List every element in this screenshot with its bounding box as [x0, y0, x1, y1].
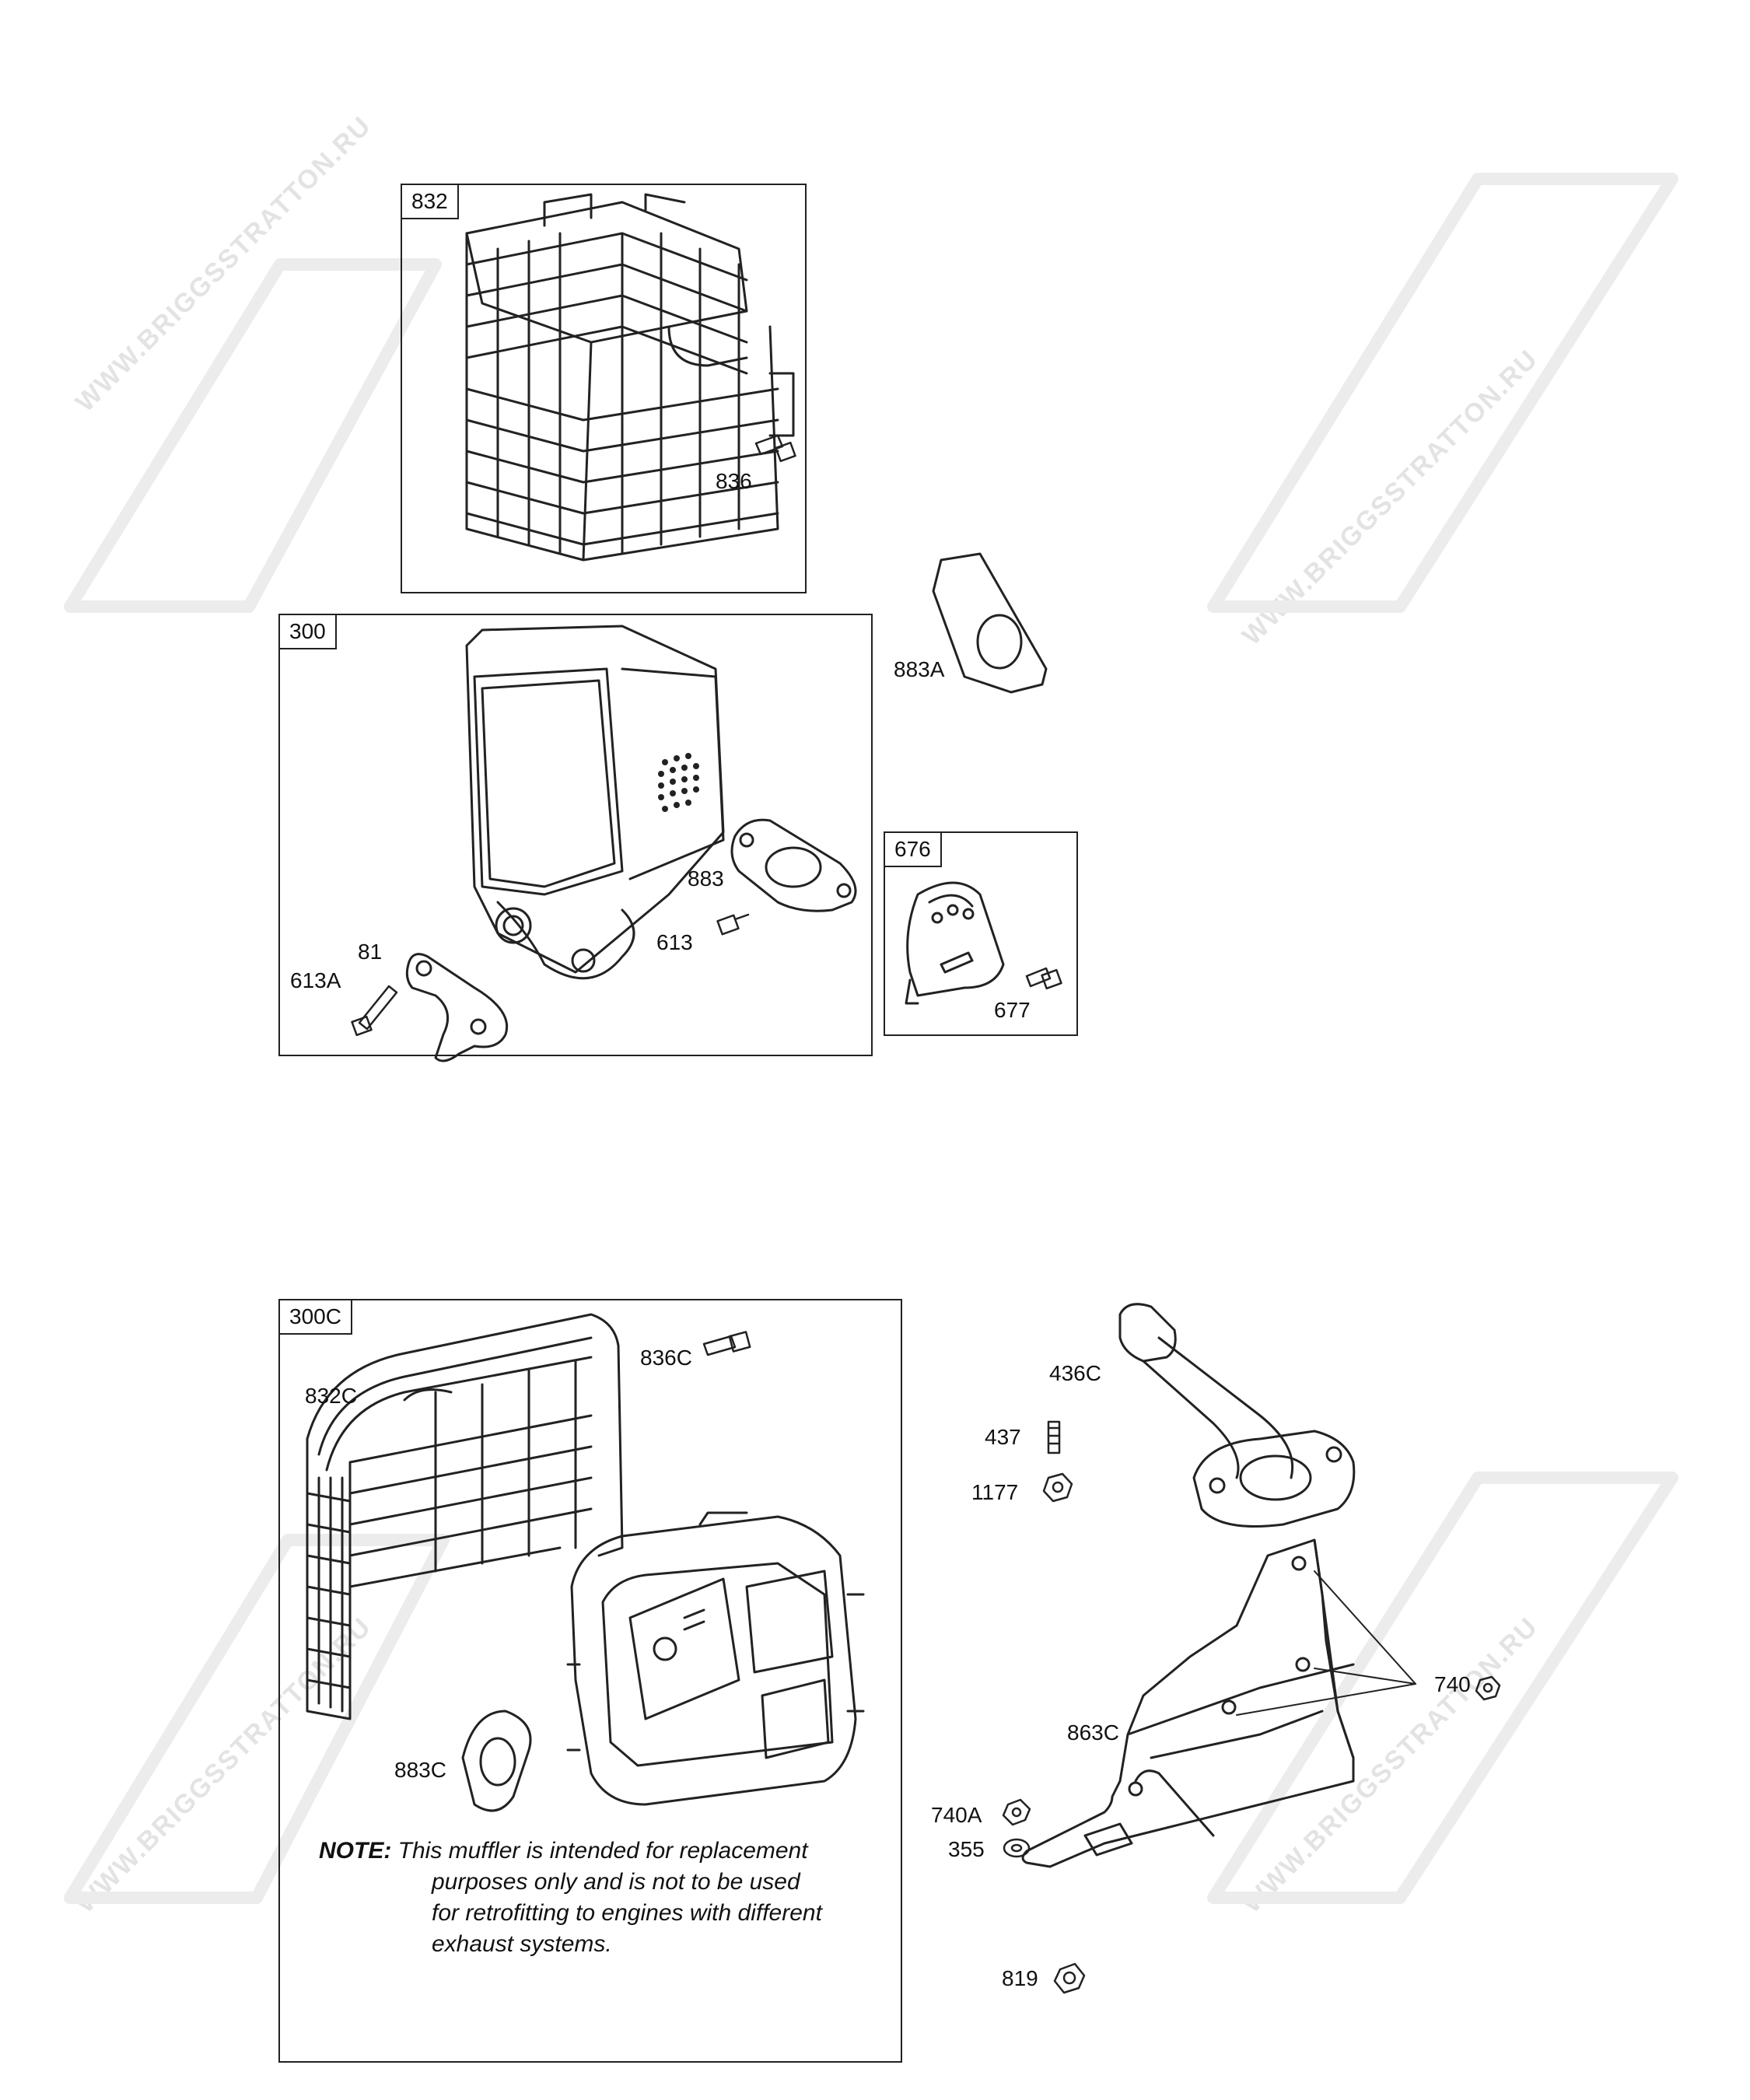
part-label-740a: 740A — [931, 1803, 982, 1827]
group-label-300: 300 — [280, 615, 337, 649]
bracket-863c-drawing — [1021, 1538, 1355, 1868]
watermark-frames — [64, 173, 1678, 1904]
replacement-note: NOTE: This muffler is intended for repla… — [319, 1836, 863, 1960]
part-label-613a: 613A — [290, 968, 341, 992]
stud-613a-drawing — [351, 985, 398, 1037]
part-label-819: 819 — [1002, 1966, 1038, 1990]
nut-1177-drawing — [1042, 1472, 1073, 1503]
group-label-300c: 300C — [280, 1300, 352, 1335]
group-box-832: 832 — [401, 184, 807, 593]
part-label-355: 355 — [948, 1837, 985, 1861]
note-heading: NOTE: — [319, 1838, 392, 1864]
leader-lines-740 — [1236, 1570, 1416, 1716]
shield-676-drawing — [905, 881, 1005, 1005]
bolt-836-drawing — [754, 434, 796, 463]
muffler-300c-drawing — [566, 1511, 865, 1806]
bracket-81-drawing — [405, 953, 509, 1062]
part-label-836c: 836C — [640, 1346, 692, 1370]
note-line-2: purposes only and is not to be used — [432, 1869, 800, 1895]
part-label-836: 836 — [716, 469, 752, 493]
nut-740a-drawing — [1002, 1798, 1031, 1826]
part-label-740: 740 — [1434, 1672, 1471, 1696]
group-box-300c: 300C — [278, 1299, 902, 2063]
part-label-883a: 883A — [894, 657, 945, 681]
part-label-81: 81 — [358, 940, 383, 964]
bolt-836c-drawing — [702, 1331, 751, 1356]
part-label-883c: 883C — [394, 1758, 446, 1782]
screw-677-drawing — [1025, 967, 1062, 990]
guard-832c-drawing — [306, 1313, 624, 1720]
group-box-676: 676 — [884, 831, 1078, 1036]
part-label-1177: 1177 — [971, 1480, 1019, 1504]
muffler-vent-holes — [658, 753, 699, 812]
group-label-676: 676 — [885, 833, 942, 867]
part-label-436c: 436C — [1049, 1361, 1101, 1385]
part-label-863c: 863C — [1067, 1720, 1119, 1745]
muffler-300-drawing — [465, 625, 725, 980]
bolt-819-drawing — [1053, 1962, 1086, 1994]
washer-355-drawing — [1003, 1838, 1031, 1858]
part-label-883: 883 — [688, 866, 724, 891]
elbow-436c-drawing — [1118, 1303, 1356, 1528]
part-label-613: 613 — [656, 930, 693, 954]
note-line-1: This muffler is intended for replacement — [397, 1838, 808, 1864]
part-label-437: 437 — [985, 1425, 1021, 1449]
group-label-832: 832 — [402, 185, 459, 219]
nut-740-drawing — [1475, 1675, 1501, 1701]
part-label-677: 677 — [994, 998, 1031, 1022]
gasket-883a-drawing — [932, 552, 1048, 694]
guard-832-drawing — [465, 193, 796, 562]
group-box-300: 300 — [278, 614, 873, 1056]
part-label-832c: 832C — [305, 1384, 357, 1408]
gasket-883-drawing — [730, 818, 857, 912]
note-line-3: for retrofitting to engines with differe… — [432, 1900, 822, 1926]
note-line-4: exhaust systems. — [432, 1931, 612, 1957]
bolt-613-drawing — [716, 913, 750, 936]
gasket-883c-drawing — [461, 1710, 532, 1812]
stud-437-drawing — [1047, 1420, 1061, 1454]
